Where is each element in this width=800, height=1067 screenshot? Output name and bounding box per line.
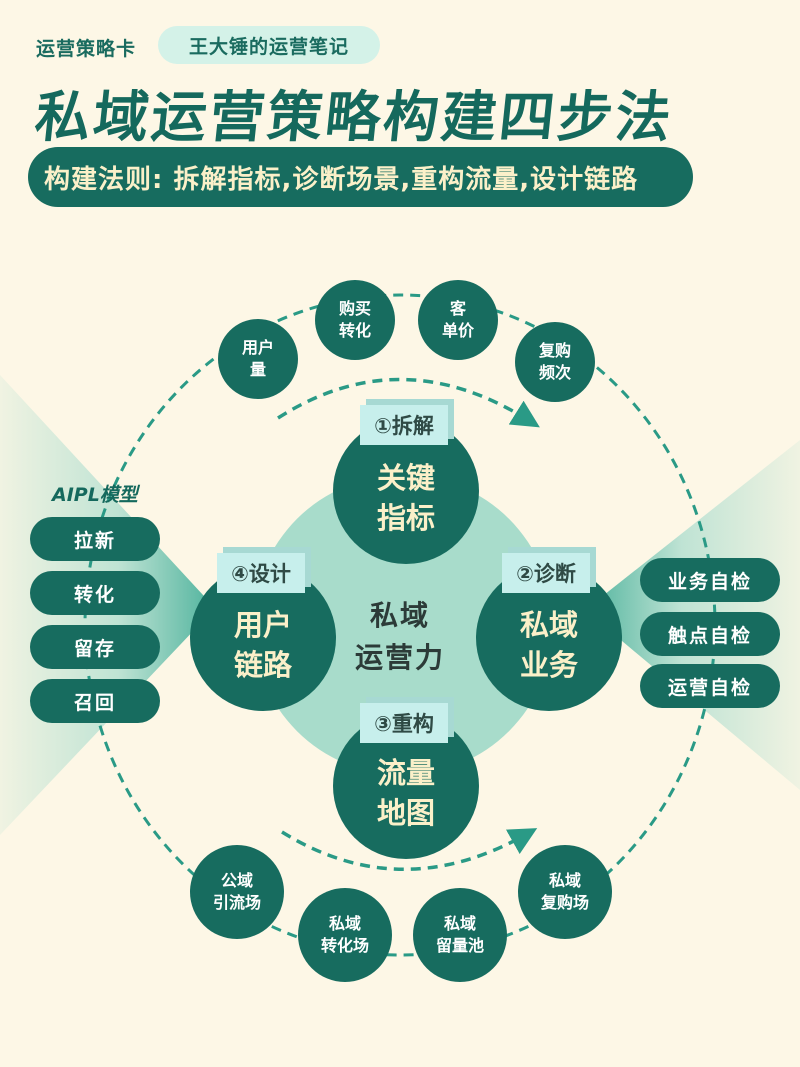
- node-line: 单价: [441, 321, 474, 340]
- center-label: 私域 运营力: [340, 595, 460, 679]
- self-check-item: 运营自检: [640, 664, 780, 708]
- step-line: 关键: [376, 461, 435, 495]
- step-3-circle: 流量 地图: [333, 713, 479, 859]
- step-line: 指标: [376, 501, 435, 535]
- self-check-item: 业务自检: [640, 558, 780, 602]
- author-badge: 王大锤的运营笔记: [158, 26, 380, 64]
- step-line: 业务: [519, 648, 578, 682]
- metric-node-conversion: 购买转化: [315, 280, 395, 360]
- step-line: 用户: [233, 608, 292, 642]
- step-2-tag: ②诊断: [502, 553, 590, 593]
- aipl-item: 拉新: [30, 517, 160, 561]
- page-title: 私域运营策略构建四步法: [32, 85, 677, 149]
- center-disc: [253, 475, 553, 775]
- center-line: 运营力: [354, 641, 445, 674]
- node-line: 复购场: [540, 893, 589, 912]
- node-line: 公域: [220, 871, 253, 890]
- node-line: 量: [249, 360, 266, 379]
- node-line: 引流场: [212, 893, 261, 912]
- center-line: 私域: [369, 599, 430, 632]
- node-line: 私域: [443, 914, 476, 933]
- node-line: 频次: [538, 363, 571, 382]
- bottom-arrow-arc: [281, 828, 538, 871]
- aipl-item: 转化: [30, 571, 160, 615]
- step-line: 地图: [376, 796, 435, 830]
- field-node-public-traffic: 公域引流场: [190, 845, 284, 939]
- metric-node-user-volume: 用户量: [218, 319, 298, 399]
- metric-node-repurchase: 复购频次: [515, 322, 595, 402]
- brand-label: 运营策略卡: [36, 38, 137, 60]
- field-node-private-retention: 私域留量池: [413, 888, 507, 982]
- step-3-tag: ③重构: [360, 703, 448, 743]
- rule-banner: 构建法则: 拆解指标,诊断场景,重构流量,设计链路: [28, 147, 693, 207]
- node-line: 转化: [338, 321, 371, 340]
- aipl-label: AIPL模型: [52, 484, 138, 506]
- metric-node-unit-price: 客单价: [418, 280, 498, 360]
- node-line: 购买: [338, 299, 371, 318]
- node-line: 转化场: [320, 936, 369, 955]
- top-arrow-arc: [277, 377, 540, 428]
- field-node-private-conversion: 私域转化场: [298, 888, 392, 982]
- node-line: 复购: [538, 341, 571, 360]
- aipl-item: 留存: [30, 625, 160, 669]
- step-line: 私域: [519, 608, 578, 642]
- aipl-item: 召回: [30, 679, 160, 723]
- node-line: 客: [449, 299, 466, 318]
- self-check-item: 触点自检: [640, 612, 780, 656]
- step-1-circle: 关键 指标: [333, 418, 479, 564]
- step-line: 链路: [233, 648, 292, 682]
- step-line: 流量: [376, 756, 435, 790]
- node-line: 私域: [548, 871, 581, 890]
- node-line: 留量池: [435, 936, 484, 955]
- step-4-tag: ④设计: [217, 553, 305, 593]
- node-line: 私域: [328, 914, 361, 933]
- step-1-tag: ①拆解: [360, 405, 448, 445]
- field-node-private-repurchase: 私域复购场: [518, 845, 612, 939]
- node-line: 用户: [241, 338, 274, 357]
